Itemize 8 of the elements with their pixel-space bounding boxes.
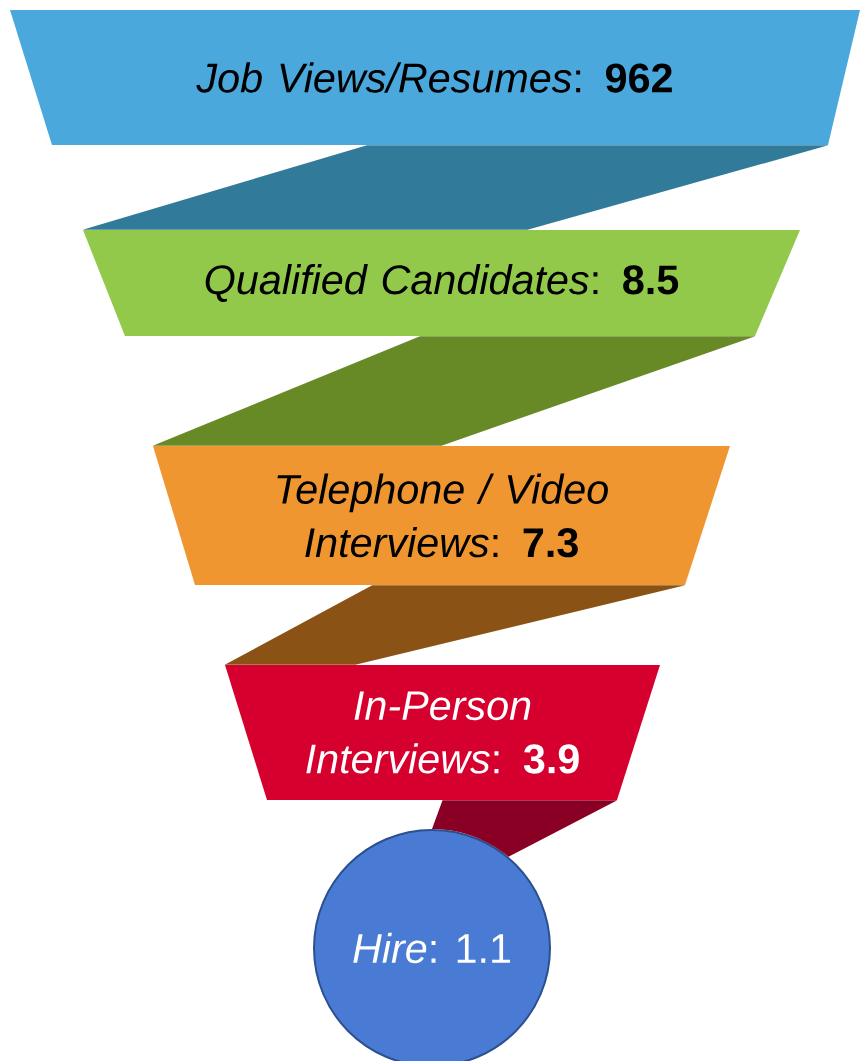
funnel-stage: In-Person Interviews: 3.9 — [225, 665, 660, 800]
ribbon — [224, 585, 686, 665]
ribbon — [152, 336, 756, 446]
funnel-stage: Job Views/Resumes: 962 — [10, 10, 860, 145]
ribbon — [82, 145, 829, 230]
funnel-stage: Telephone / Video Interviews: 7.3 — [153, 446, 730, 585]
funnel-stage: Qualified Candidates: 8.5 — [83, 230, 800, 336]
ribbon — [432, 800, 618, 857]
